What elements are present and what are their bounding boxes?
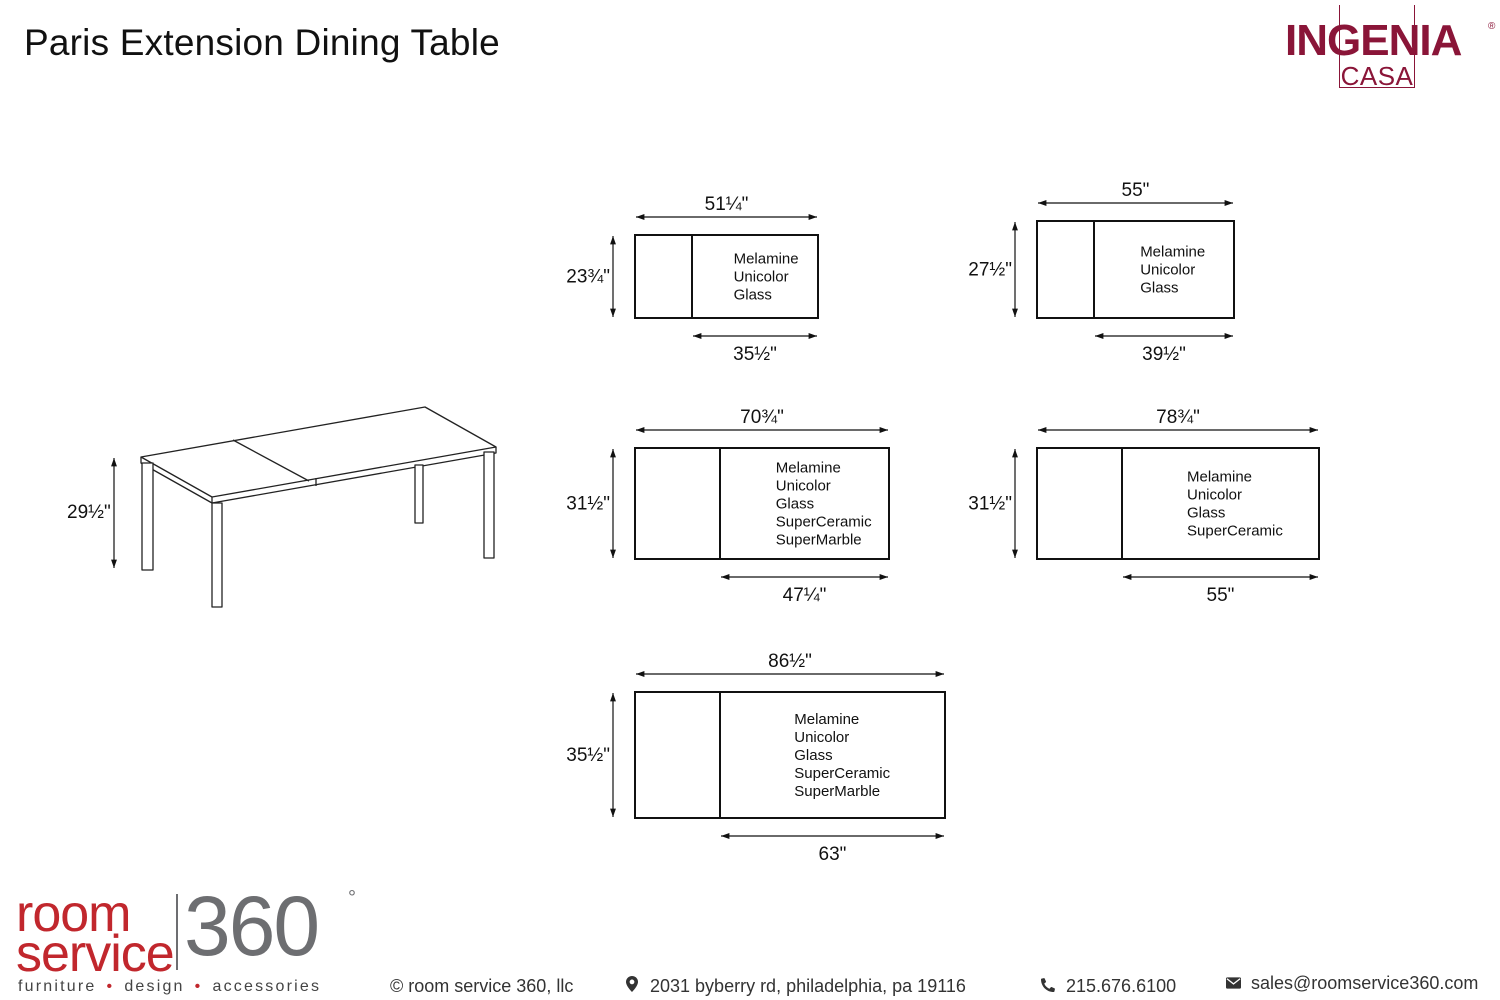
logo-divider	[176, 894, 178, 970]
tagline-separator: •	[194, 978, 203, 995]
material-option: SuperCeramic	[1187, 523, 1283, 540]
material-option: Melamine	[734, 251, 799, 268]
material-option: Unicolor	[794, 729, 849, 746]
extension-dimension-label: 55"	[1207, 585, 1235, 606]
logo-number: 360	[184, 879, 320, 973]
logo-degree: °	[348, 887, 356, 909]
width-dimension-label: 70¾"	[740, 407, 784, 428]
material-option: Glass	[776, 496, 814, 513]
depth-dimension-label: 27½"	[968, 260, 1012, 281]
address-text: 2031 byberry rd, philadelphia, pa 19116	[650, 976, 966, 996]
phone-icon	[1040, 978, 1056, 996]
footer-address: 2031 byberry rd, philadelphia, pa 19116	[624, 976, 966, 997]
height-dimension-label: 29½"	[67, 502, 111, 523]
material-option: Melamine	[794, 711, 859, 728]
footer-phone[interactable]: 215.676.6100	[1040, 976, 1176, 997]
depth-dimension-label: 23¾"	[566, 267, 610, 288]
material-option: Melamine	[1187, 469, 1252, 486]
table-outline	[634, 691, 946, 819]
table-configuration-4: 78¾" 31½" 55" MelamineUnicolorGlassSuperCer…	[968, 407, 1320, 606]
logo-frame	[1339, 5, 1415, 88]
width-dimension-label: 86½"	[768, 651, 812, 672]
depth-dimension-label: 31½"	[968, 494, 1012, 515]
map-pin-icon	[624, 976, 640, 996]
logo-word-service: service	[16, 925, 175, 983]
table-leg	[141, 462, 154, 571]
extension-dimension-label: 35½"	[733, 344, 777, 365]
table-outline	[1036, 447, 1320, 560]
envelope-icon	[1225, 976, 1241, 993]
width-dimension-label: 55"	[1122, 180, 1150, 201]
table-apron	[140, 447, 497, 504]
material-option: SuperCeramic	[776, 514, 872, 531]
extension-dimension-label: 47¼"	[783, 585, 827, 606]
material-option: Glass	[794, 747, 832, 764]
room-service-360-logo: room service 360 ° furniture•design•acce…	[16, 884, 356, 998]
material-option: SuperCeramic	[794, 765, 890, 782]
material-option: Glass	[734, 287, 772, 304]
table-leg	[414, 464, 424, 524]
material-option: Glass	[1140, 280, 1178, 297]
brand-name: INGENIA	[1285, 16, 1462, 65]
configuration-views: 51¼"23¾"35½"MelamineUnicolorGlass55"27½"…	[566, 180, 1320, 865]
depth-dimension-label: 35½"	[566, 745, 610, 766]
email-text: sales@roomservice360.com	[1251, 973, 1479, 993]
material-option: Melamine	[776, 460, 841, 477]
material-option: Unicolor	[1187, 487, 1242, 504]
tagline-word: accessories	[212, 978, 322, 995]
table-top	[140, 406, 497, 498]
table-configuration-5: 86½" 35½" 63" MelamineUnicolorGlassSuperCer…	[566, 651, 946, 865]
width-dimension-label: 51¼"	[705, 194, 749, 215]
tagline-separator: •	[106, 978, 115, 995]
footer-email[interactable]: sales@roomservice360.com	[1225, 973, 1478, 994]
tagline-word: design	[124, 978, 185, 995]
table-leg	[211, 502, 223, 608]
logo-tagline: furniture • design • accessories	[18, 978, 321, 996]
table-perspective-drawing	[140, 406, 497, 608]
tagline-word: furniture	[18, 978, 97, 995]
extension-seam	[232, 439, 310, 482]
table-configuration-3: 70¾" 31½" 47¼" MelamineUnicolorGlassSuperCe…	[566, 407, 890, 606]
table-outline	[634, 234, 819, 319]
material-option: Glass	[1187, 505, 1225, 522]
material-option: Unicolor	[776, 478, 831, 495]
material-option: Melamine	[1140, 244, 1205, 261]
table-outline	[634, 447, 890, 560]
ingenia-casa-logo: INGENIA ® CASA	[1285, 5, 1497, 91]
material-option: Unicolor	[1140, 262, 1195, 279]
extension-dimension-label: 63"	[819, 844, 847, 865]
brand-sub: CASA	[1340, 61, 1414, 91]
footer-copyright: © room service 360, llc	[390, 976, 574, 996]
logo-word-room: room	[16, 885, 131, 943]
table-outline	[1036, 220, 1235, 319]
registered-mark: ®	[1488, 21, 1496, 32]
page-title: Paris Extension Dining Table	[24, 22, 500, 63]
table-leg	[483, 451, 495, 559]
width-dimension-label: 78¾"	[1156, 407, 1200, 428]
depth-dimension-label: 31½"	[566, 494, 610, 515]
material-option: SuperMarble	[776, 532, 862, 549]
material-option: Unicolor	[734, 269, 789, 286]
phone-text: 215.676.6100	[1066, 976, 1177, 996]
material-option: SuperMarble	[794, 783, 880, 800]
extension-dimension-label: 39½"	[1142, 344, 1186, 365]
